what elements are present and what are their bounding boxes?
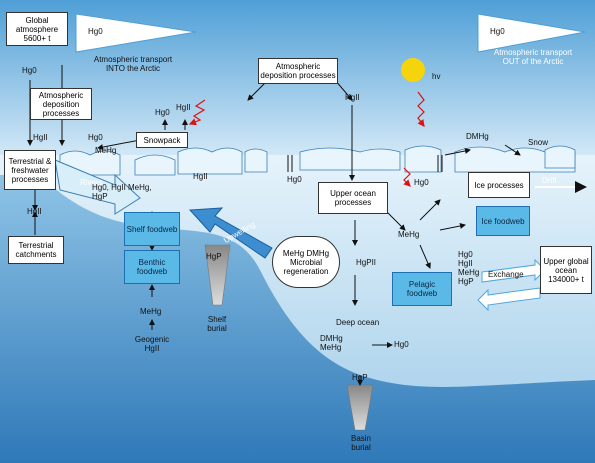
benthic-foodweb-box: Benthic foodweb: [124, 250, 180, 284]
deep-dmhg-label: DMHg MeHg: [320, 334, 343, 352]
atm-out-label: Atmospheric transport OUT of the Arctic: [493, 48, 573, 66]
hv-zigzag-3: [403, 167, 411, 187]
terrestrial-catchments-box: Terrestrial catchments: [8, 236, 64, 264]
ice-processes-box: Ice processes: [468, 172, 530, 198]
geogenic-label: Geogenic HgII: [134, 335, 170, 353]
hg0-in-label: Hg0: [88, 27, 103, 36]
atm-in-label: Atmospheric transport INTO the Arctic: [93, 55, 173, 73]
rivers-arrow: [54, 159, 141, 215]
pelagic-foodweb-box: Pelagic foodweb: [392, 272, 452, 306]
upwelling-arrow: [188, 207, 273, 259]
center-hg0-ice: Hg0: [287, 175, 302, 184]
mehg-bottom: MeHg: [140, 307, 162, 316]
ice-foodweb-box: Ice foodweb: [476, 206, 530, 236]
dmhg-top: DMHg: [466, 132, 489, 141]
hg0-center: Hg0: [414, 178, 429, 187]
snowpack-hg0-left: Hg0: [88, 133, 103, 142]
atm-deposition-left-box: Atmospheric deposition processes: [30, 88, 92, 120]
shelf-burial-label: Shelf burial: [207, 315, 227, 333]
atm-deposition-center-box: Atmospheric deposition processes: [258, 58, 338, 84]
snow-label: Snow: [528, 138, 549, 147]
mehg-center: MeHg: [398, 230, 420, 239]
shelf-foodweb-box: Shelf foodweb: [124, 212, 180, 246]
upper-ocean-box: Upper ocean processes: [318, 182, 388, 214]
left-hg2: HgII: [33, 133, 48, 142]
hg0-out-label: Hg0: [490, 27, 505, 36]
atm-out-arrow: [477, 13, 586, 53]
ice-boundary-bars: [287, 155, 443, 172]
upper-global-ocean-box: Upper global ocean 134000+ t: [540, 246, 592, 294]
shelf-burial-arrow: [204, 244, 231, 306]
snowpack-hg2-bottom: HgII: [193, 172, 208, 181]
basin-hgp: HgP: [352, 373, 368, 382]
hv-label: hv: [432, 72, 441, 81]
exchange-label: Exchange: [488, 270, 524, 279]
deep-ocean-label: Deep ocean: [336, 318, 380, 327]
atm-in-arrow: [75, 13, 197, 53]
rivers-label: Rivers: [80, 178, 103, 187]
deep-hg0-label: Hg0: [394, 340, 409, 349]
terrestrial-box: Terrestrial & freshwater processes: [4, 150, 56, 190]
basin-burial-arrow: [346, 384, 374, 431]
center-hg2: HgII: [345, 93, 360, 102]
river-species-label: Hg0, HgII MeHg, HgP: [92, 183, 152, 201]
terr-hg2: HgII: [27, 207, 42, 216]
sun-icon: [401, 58, 425, 82]
snowpack-box: Snowpack: [136, 132, 188, 148]
global-atmosphere-box: Global atmosphere 5600+ t: [6, 12, 68, 46]
basin-burial-label: Basin burial: [350, 434, 371, 452]
exchange-species: Hg0 HgII MeHg HgP: [458, 250, 480, 286]
microbial-regeneration-box: MeHg DMHg Microbial regeneration: [272, 236, 340, 288]
sea-ice: [59, 145, 576, 176]
exchange-arrow-in: [477, 287, 541, 312]
hv-zigzag-2: [417, 91, 425, 127]
seafloor: [0, 175, 595, 463]
left-hg0: Hg0: [22, 66, 37, 75]
snowpack-mehg: MeHg: [95, 146, 117, 155]
snowpack-hg2-top: HgII: [176, 103, 191, 112]
snowpack-hg0-top: Hg0: [155, 108, 170, 117]
hgp-ii-label: HgPII: [356, 258, 377, 267]
hv-zigzag-1: [188, 99, 206, 126]
drift-label: Drift: [542, 176, 557, 185]
shelf-hgp: HgP: [206, 252, 222, 261]
flow-arrows: [27, 65, 521, 386]
